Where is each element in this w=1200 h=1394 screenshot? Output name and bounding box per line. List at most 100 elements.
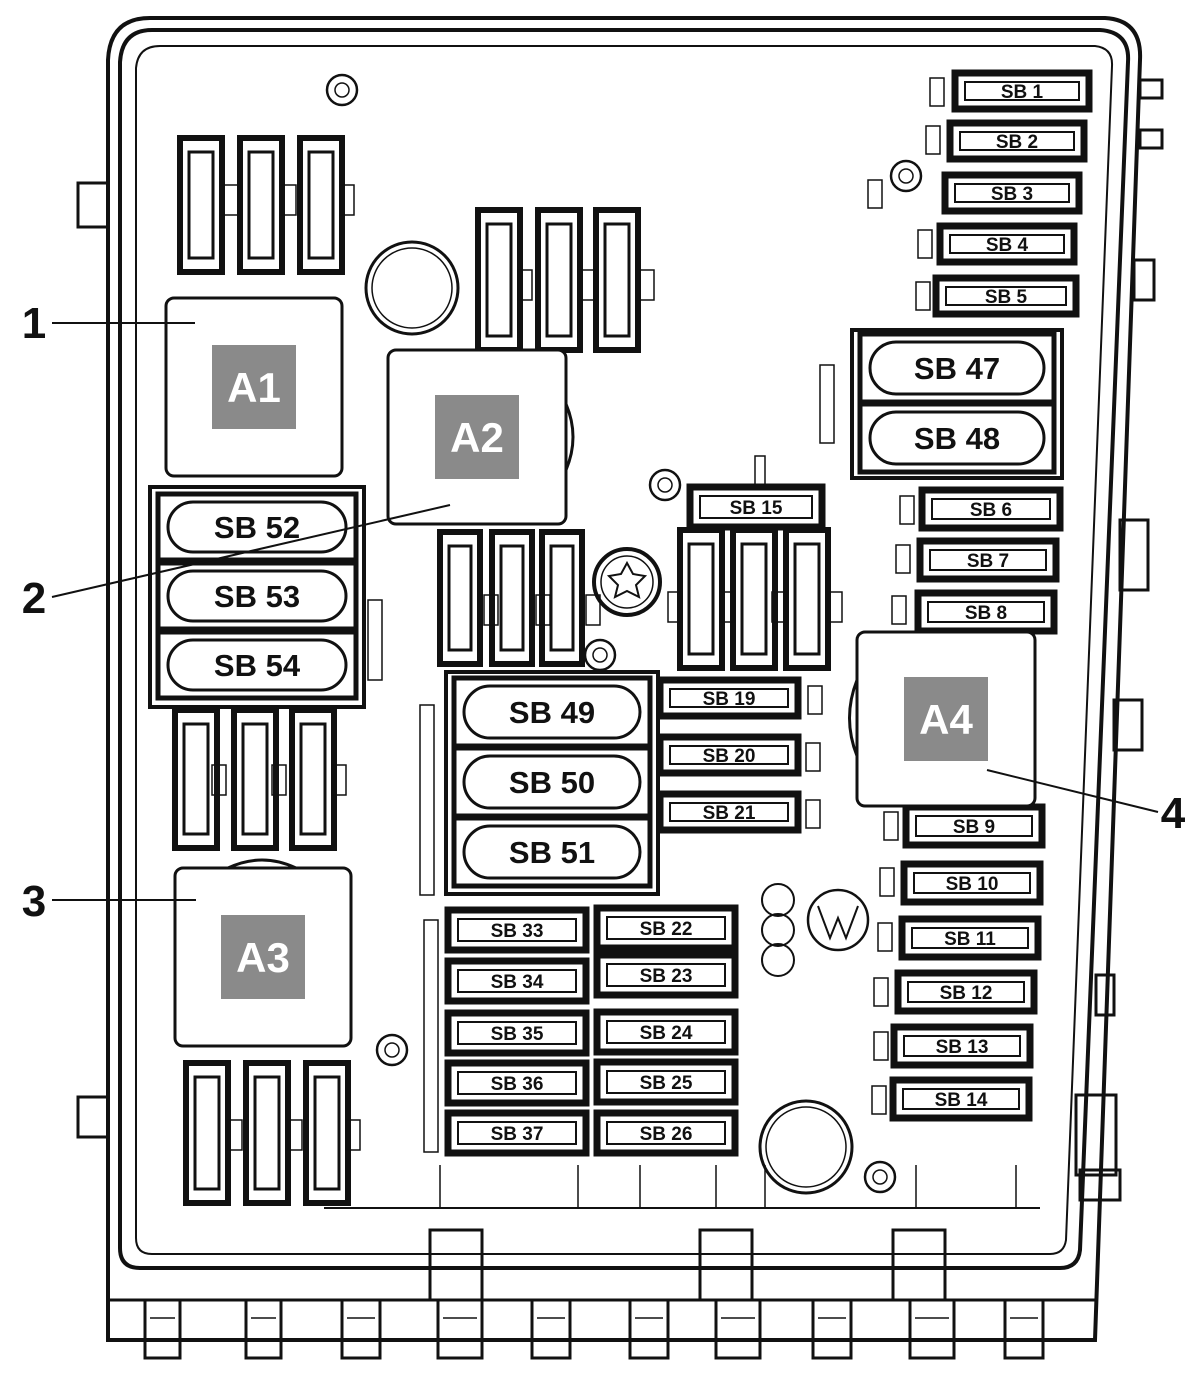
small-fuse-holder (444, 1009, 590, 1057)
small-fuse-label: SB 33 (491, 921, 544, 942)
large-fuse-sb54 (166, 638, 348, 692)
large-fuse-sb49 (462, 684, 642, 740)
fuse-box-housing (106, 16, 1143, 1342)
screw-head (592, 647, 608, 663)
fuse-test-slot (517, 269, 533, 301)
small-fuse-group: SB 1SB 2SB 3SB 4SB 5SB 6SB 7SB 8SB 9SB 1… (444, 69, 1093, 1157)
blade-fuse-slot (730, 527, 778, 671)
fuse-test-slot (873, 977, 889, 1007)
mounting-hole (758, 1099, 854, 1195)
connector-pin (244, 1298, 283, 1360)
blade-fuse-slot (237, 135, 285, 275)
small-fuse-holder (686, 483, 826, 531)
blade-fuse-slot (437, 529, 483, 667)
large-fuse-frame (451, 815, 653, 889)
small-fuse-label: SB 21 (703, 803, 756, 824)
large-fuse-label: SB 53 (214, 579, 300, 614)
side-tab (1112, 698, 1144, 752)
large-fuse-label: SB 50 (509, 765, 595, 800)
side-tab (1138, 78, 1164, 100)
stamp-ring (761, 913, 795, 947)
connector-pin (1003, 1298, 1045, 1360)
large-fuse-holder (444, 670, 660, 896)
molded-rib (754, 455, 766, 487)
fuse-test-slot (867, 179, 883, 209)
large-fuse-label: SB 48 (914, 421, 1000, 456)
fuse-test-slot (339, 184, 355, 216)
fuse-test-slot (879, 867, 895, 897)
small-fuse-holder (656, 790, 802, 834)
small-fuse-label: SB 37 (491, 1124, 544, 1145)
small-fuse-holder (593, 1058, 739, 1106)
relay-badge (221, 915, 305, 999)
small-fuse-label: SB 2 (996, 132, 1038, 153)
large-fuse-sb53 (166, 569, 348, 623)
fuse-test-slot (535, 594, 551, 626)
fuse-test-slot (579, 269, 595, 301)
blade-fuse-slot (183, 1060, 231, 1206)
screw-head (898, 168, 914, 184)
blade-fuse-body (241, 722, 269, 836)
molded-rib (367, 599, 383, 681)
small-fuse-label: SB 36 (491, 1074, 544, 1095)
screw-head (657, 477, 673, 493)
large-fuse-holder (148, 485, 366, 709)
relay-label: A4 (919, 696, 973, 743)
small-fuse-label: SB 6 (970, 500, 1012, 521)
fuse-test-slot (719, 591, 735, 623)
small-fuse-sb11 (911, 927, 1029, 949)
screw-head (384, 1042, 400, 1058)
small-fuse-holder (918, 486, 1064, 532)
blade-fuse-slot (231, 707, 279, 851)
small-fuse-sb26 (606, 1121, 726, 1145)
small-fuse-holder (444, 1059, 590, 1107)
blade-fuse-slot (593, 207, 641, 353)
small-fuse-holder (932, 274, 1080, 318)
large-fuse-sb48 (868, 410, 1046, 466)
small-fuse-sb23 (606, 963, 726, 987)
molded-rib (819, 364, 835, 444)
fuse-test-slot (925, 125, 941, 155)
screw-head (872, 1169, 888, 1185)
screw (889, 159, 923, 193)
small-fuse-label: SB 5 (985, 287, 1028, 308)
small-fuse-label: SB 20 (703, 746, 756, 767)
center-bolt (592, 547, 662, 617)
small-fuse-label: SB 24 (640, 1023, 693, 1044)
large-fuse-label: SB 54 (214, 648, 301, 683)
small-fuse-sb21 (669, 802, 789, 822)
fuse-test-slot (345, 1119, 361, 1151)
small-fuse-label: SB 15 (730, 498, 783, 519)
small-fuse-label: SB 9 (953, 817, 995, 838)
blade-fuse-body (603, 222, 631, 338)
connector-pin (143, 1298, 182, 1360)
connector-pin (908, 1298, 956, 1360)
fuse-test-slot (287, 1119, 303, 1151)
fuse-test-slot (895, 544, 911, 574)
large-fuse-label: SB 49 (509, 695, 595, 730)
small-fuse-sb37 (457, 1121, 577, 1145)
mounting-hole-ring (765, 1106, 847, 1188)
small-fuse-holder (890, 1023, 1034, 1069)
fuse-test-slot (929, 77, 945, 107)
side-tab (76, 1095, 110, 1139)
relay-clip (848, 679, 859, 757)
blade-fuse-body (687, 542, 715, 656)
small-fuse-sb13 (903, 1035, 1021, 1057)
large-fuse-sb50 (462, 754, 642, 810)
vw-logo (806, 888, 870, 952)
small-fuse-holder (593, 951, 739, 999)
small-fuse-sb35 (457, 1021, 577, 1045)
small-fuse-holder (593, 1109, 739, 1157)
small-fuse-sb24 (606, 1020, 726, 1044)
blade-fuse-body (545, 222, 573, 338)
small-fuse-label: SB 35 (491, 1024, 544, 1045)
relay-label: A2 (450, 414, 504, 461)
blade-fuse-body (253, 1075, 281, 1191)
small-fuse-label: SB 10 (946, 874, 999, 895)
small-fuse-holder (444, 906, 590, 954)
fuse-test-slot (585, 594, 601, 626)
